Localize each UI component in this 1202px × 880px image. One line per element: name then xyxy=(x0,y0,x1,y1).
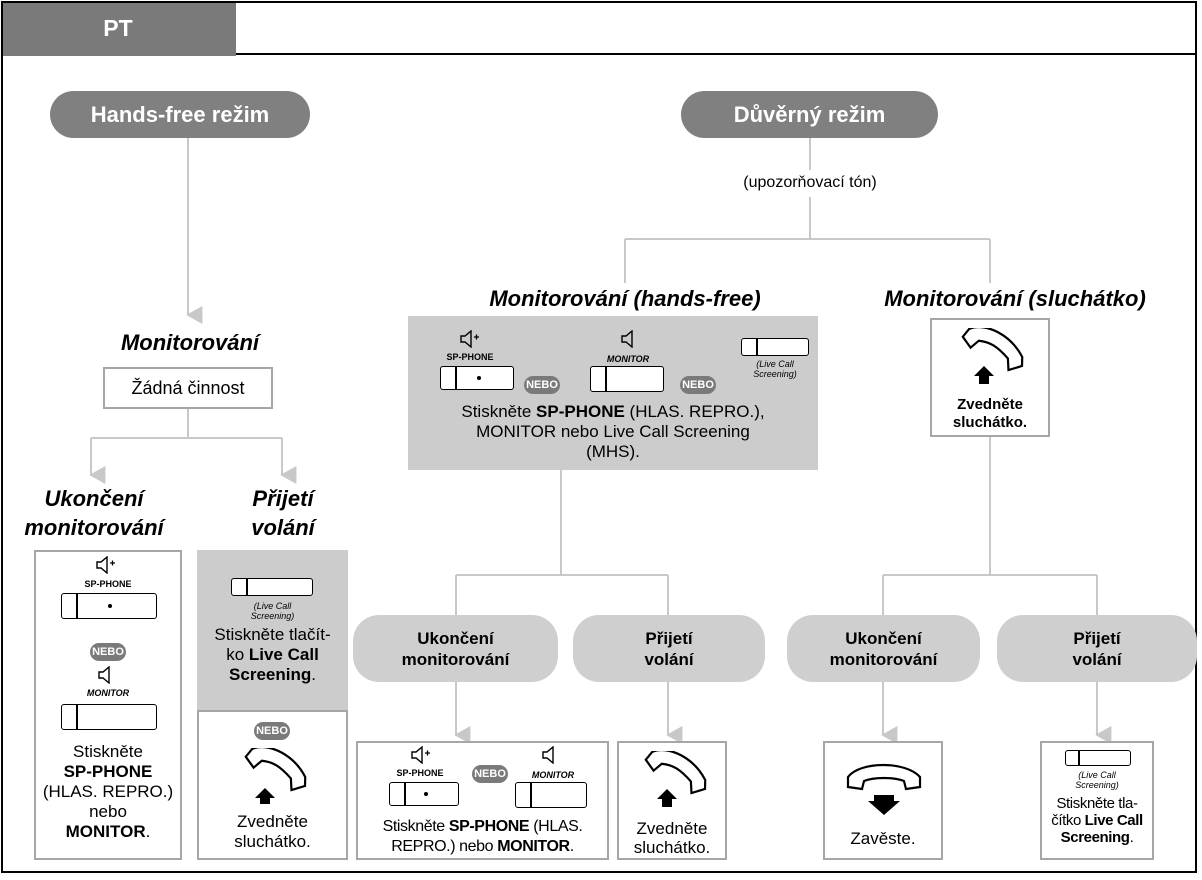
monitoring-hands-free-heading: Monitorování (hands-free) xyxy=(489,286,761,311)
monitoring-handset-heading: Monitorování (sluchátko) xyxy=(884,286,1146,311)
tab-divider xyxy=(236,53,1197,55)
hang-up-box: Zavěste. xyxy=(823,741,943,860)
accept-instruction: Stiskněte tla- čítko Live Call Screening… xyxy=(1051,795,1143,846)
pt-label: PT xyxy=(103,15,133,41)
live-call-screening-key[interactable] xyxy=(231,578,313,596)
sp-phone-key[interactable] xyxy=(440,366,514,390)
end-instruction: Stiskněte SP-PHONE (HLAS. REPRO.) nebo M… xyxy=(382,818,583,855)
handset-hang-icon xyxy=(842,755,926,824)
monitor-key[interactable] xyxy=(515,782,587,808)
sp-phone-label: SP-PHONE xyxy=(446,352,494,362)
monitor-key[interactable] xyxy=(590,366,664,392)
sp-phone-label: SP-PHONE xyxy=(84,579,132,589)
nebo-badge: NEBO xyxy=(90,643,126,661)
handset-lift-icon xyxy=(629,749,719,816)
sp-phone-key[interactable] xyxy=(61,593,157,619)
nebo-badge: NEBO xyxy=(472,765,508,783)
hang-up-instruction: Zavěste. xyxy=(850,829,916,848)
monitor-key[interactable] xyxy=(61,704,157,730)
accept-title-line2: volání xyxy=(251,515,315,540)
monitor-speaker-icon xyxy=(541,745,561,769)
end-monitoring-heading: Ukončení monitorování xyxy=(4,484,184,542)
handset-lift-icon xyxy=(946,326,1036,393)
nebo-badge: NEBO xyxy=(254,722,290,740)
alert-tone-label: (upozorňovací tón) xyxy=(743,174,877,191)
pt-tab: PT xyxy=(3,3,236,56)
speaker-icon xyxy=(410,745,432,769)
monitoring-heading: Monitorování xyxy=(120,330,260,355)
nebo-badge: NEBO xyxy=(680,376,716,394)
hands-free-instruction: Stiskněte SP-PHONE (HLAS. REPRO.), MONIT… xyxy=(461,402,765,461)
end-title-line1: Ukončení xyxy=(44,486,144,511)
monitor-label: MONITOR xyxy=(606,354,650,364)
handset-lift-icon xyxy=(235,746,311,813)
accept-call-heading: Přijetí volání xyxy=(198,484,368,542)
speaker-icon xyxy=(459,329,481,353)
hands-free-mode-pill: Hands-free režim xyxy=(50,91,310,138)
sp-phone-key[interactable] xyxy=(389,782,459,806)
end-monitoring-box: SP-PHONE NEBO MONITOR Stiskněte SP-PHONE… xyxy=(34,550,182,860)
live-call-screening-key[interactable] xyxy=(741,338,809,356)
end-instruction: Stiskněte SP-PHONE (HLAS. REPRO.) nebo M… xyxy=(42,742,174,841)
accept-title-line1: Přijetí xyxy=(252,486,314,511)
monitor-speaker-icon xyxy=(97,665,117,689)
monitor-label: MONITOR xyxy=(531,770,575,780)
nebo-badge: NEBO xyxy=(524,376,560,394)
live-call-screening-key[interactable] xyxy=(1065,750,1131,766)
no-action-box: Žádná činnost xyxy=(103,367,273,409)
end-monitoring-box-hf: SP-PHONE NEBO MONITOR Stiskněte SP-PHONE… xyxy=(356,741,609,860)
monitor-label: MONITOR xyxy=(86,688,130,698)
sp-phone-label: SP-PHONE xyxy=(396,768,444,778)
confidential-mode-pill: Důvěrný režim xyxy=(681,91,938,138)
speaker-icon xyxy=(95,555,117,579)
monitor-speaker-icon xyxy=(620,329,640,353)
end-title-line2: monitorování xyxy=(24,515,164,540)
accept-instruction: Stiskněte tlačít- ko Live Call Screening… xyxy=(214,625,331,684)
